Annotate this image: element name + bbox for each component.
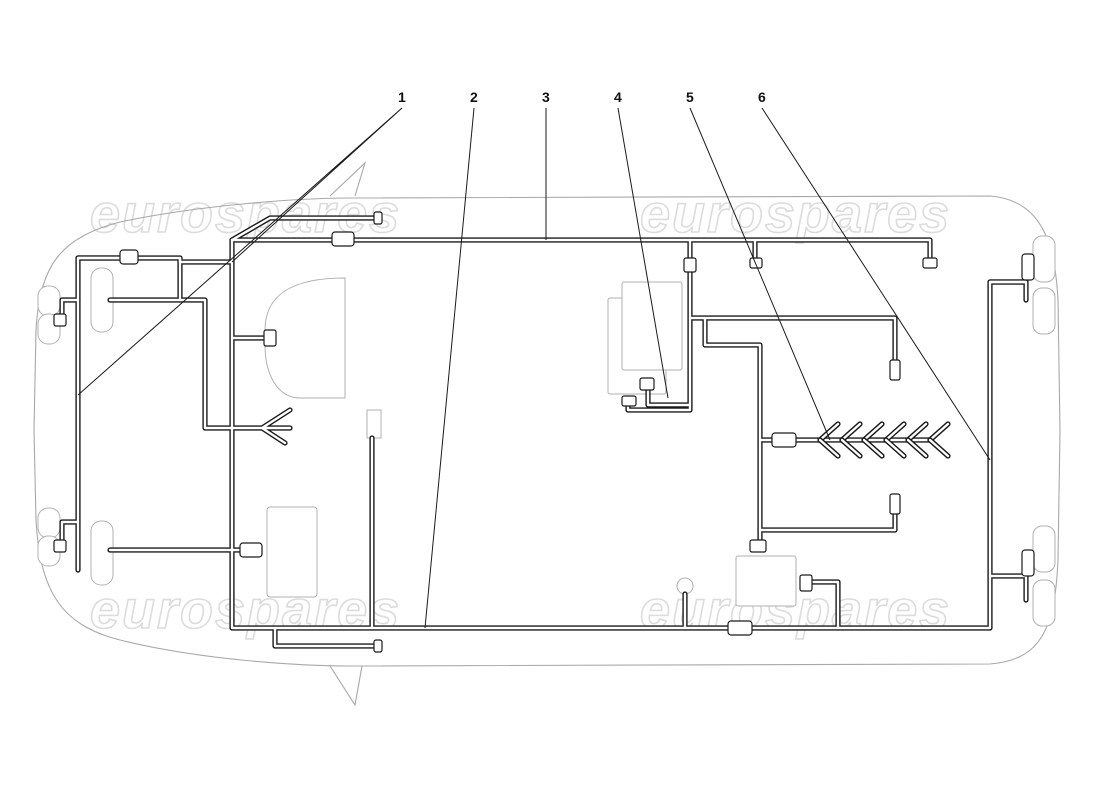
connector-top-branch xyxy=(683,257,697,273)
callout-3: 3 xyxy=(542,89,550,105)
connector-rear-bottom xyxy=(1021,549,1035,577)
watermark-top-left: eurospares xyxy=(90,184,401,244)
connector-cross xyxy=(771,432,797,448)
coil-branch-up xyxy=(862,422,884,442)
callout-leaders xyxy=(77,107,991,629)
connector-fuel xyxy=(263,329,277,347)
car-outline xyxy=(33,161,1061,707)
connector-front-lamp-top xyxy=(53,313,67,327)
coil-branch-down xyxy=(818,438,840,458)
fuel-tank xyxy=(264,277,346,399)
callout-4: 4 xyxy=(614,89,622,105)
coil-branch-down xyxy=(840,438,862,458)
connector-sensor-bottom xyxy=(889,493,901,515)
tail-lamp-left-bottom xyxy=(1032,287,1056,335)
coil-branch-up xyxy=(884,422,906,442)
callout-labels: 1 2 3 4 5 6 xyxy=(398,89,766,105)
connector-rear-top xyxy=(1021,253,1035,281)
connector-bottom-feed xyxy=(373,639,383,653)
coil-branch-up xyxy=(840,422,862,442)
connector-top-main xyxy=(331,231,355,247)
coil-branch-up xyxy=(928,422,950,442)
connector-control-a xyxy=(639,377,655,391)
leader-6 xyxy=(761,107,991,461)
connector-relay-top xyxy=(749,539,767,553)
control-unit-inner xyxy=(621,281,683,371)
tail-lamp-right-top xyxy=(1032,525,1056,573)
watermark-bottom-left: eurospares xyxy=(90,580,401,640)
relay-box xyxy=(735,555,797,607)
leader-1 xyxy=(77,107,403,396)
leader-4 xyxy=(617,107,669,399)
components xyxy=(37,235,1056,627)
tail-lamp-left-top xyxy=(1032,235,1056,283)
connector-bottom-main xyxy=(727,620,753,636)
connector-top-right xyxy=(922,257,938,269)
callout-6: 6 xyxy=(758,89,766,105)
leader-5 xyxy=(689,107,831,441)
watermark-group: eurospares eurospares eurospares eurospa… xyxy=(89,183,951,641)
connector-top-feed xyxy=(373,211,383,225)
coil-branch-down xyxy=(862,438,884,458)
wiring-harness xyxy=(62,218,1026,646)
connector-front-lamp-bottom xyxy=(53,539,67,553)
coil-branch-down xyxy=(906,438,928,458)
coil-branch-down xyxy=(884,438,906,458)
coil-branch-up xyxy=(906,422,928,442)
connector-top-mid xyxy=(749,257,763,269)
callout-2: 2 xyxy=(470,89,478,105)
leader-2 xyxy=(424,107,475,629)
front-lamp-top-a xyxy=(37,285,61,317)
battery-box xyxy=(266,506,318,598)
connectors xyxy=(53,211,1035,653)
tail-lamp-right-bottom xyxy=(1032,579,1056,627)
small-switch xyxy=(366,409,382,439)
front-lamp-bottom-a xyxy=(37,507,61,539)
callout-5: 5 xyxy=(686,89,694,105)
watermark-top-right: eurospares xyxy=(640,184,951,244)
headlight-left-bottom xyxy=(90,520,114,586)
callout-1: 1 xyxy=(398,89,406,105)
connector-control-b xyxy=(621,395,637,407)
coil-branch-up xyxy=(818,422,840,442)
coil-branch-down xyxy=(928,438,950,458)
connector-front-top xyxy=(119,249,139,265)
connector-sensor-top xyxy=(889,359,901,381)
connector-battery xyxy=(239,542,263,558)
ignition-coil-branches xyxy=(817,421,951,459)
connector-relay-side xyxy=(799,574,813,592)
